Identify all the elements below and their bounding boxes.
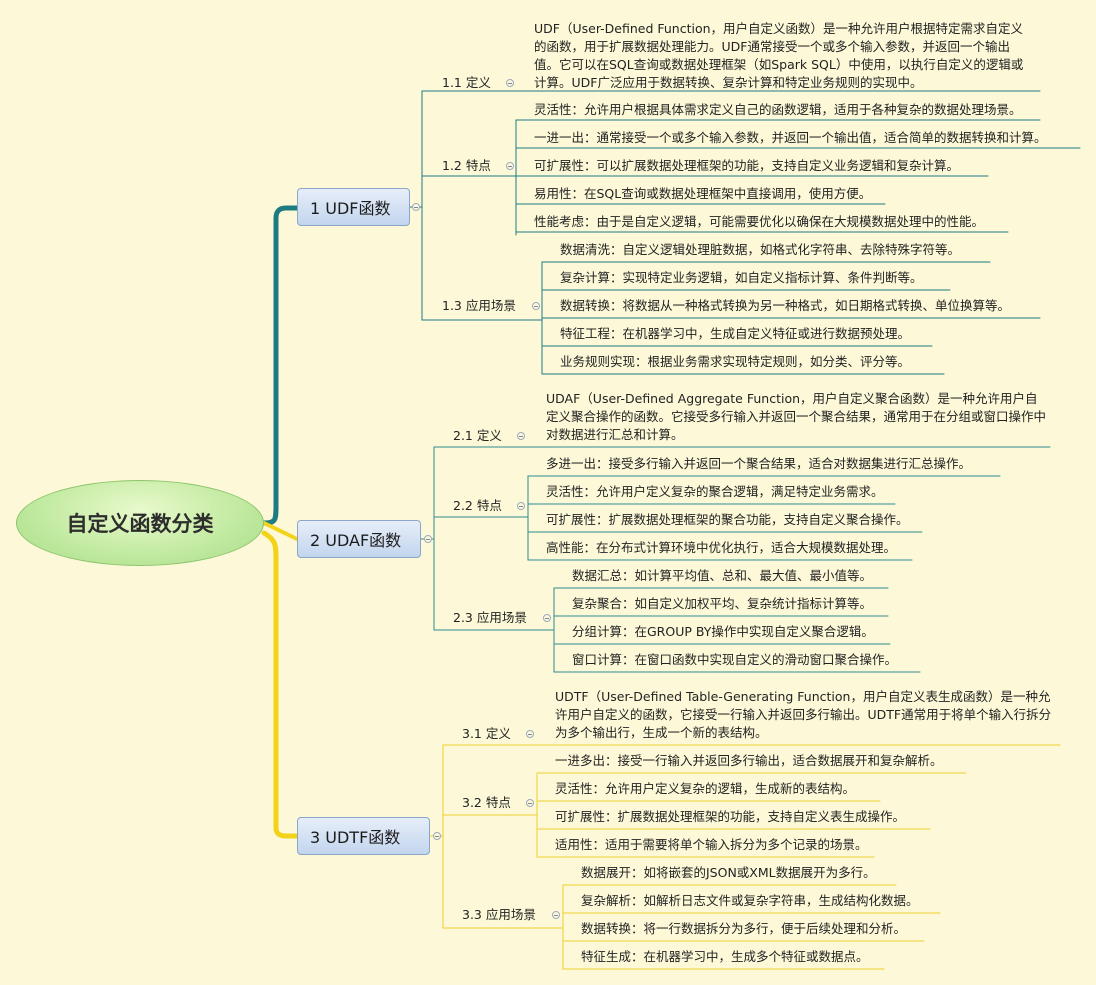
leaf-udtf-feature: 可扩展性：扩展数据处理框架的功能，支持自定义表生成操作。 xyxy=(555,809,906,824)
collapse-icon[interactable] xyxy=(424,535,432,543)
sub-topic-udf-scenarios[interactable]: 1.3 应用场景 xyxy=(442,298,516,313)
leaf-udaf-scenario: 复杂聚合：如自定义加权平均、复杂统计指标计算等。 xyxy=(572,596,873,611)
leaf-udtf-scenario: 特征生成：在机器学习中，生成多个特征或数据点。 xyxy=(581,949,869,964)
collapse-icon[interactable] xyxy=(412,203,420,211)
leaf-udaf-scenario: 窗口计算：在窗口函数中实现自定义的滑动窗口聚合操作。 xyxy=(572,652,898,667)
leaf-udtf-feature: 适用性：适用于需要将单个输入拆分为多个记录的场景。 xyxy=(555,837,868,852)
branch-udaf[interactable]: 2 UDAF函数 xyxy=(297,520,421,558)
leaf-udtf-scenario: 数据展开：如将嵌套的JSON或XML数据展开为多行。 xyxy=(581,865,876,880)
sub-topic-udaf-scenarios[interactable]: 2.3 应用场景 xyxy=(453,610,527,625)
leaf-udtf-scenario: 数据转换：将一行数据拆分为多行，便于后续处理和分析。 xyxy=(581,921,907,936)
leaf-udtf-feature: 灵活性：允许用户定义复杂的逻辑，生成新的表结构。 xyxy=(555,781,856,796)
leaf-udtf-scenario: 复杂解析：如解析日志文件或复杂字符串，生成结构化数据。 xyxy=(581,893,919,908)
collapse-icon[interactable] xyxy=(517,502,525,510)
collapse-icon[interactable] xyxy=(506,79,514,87)
root-connector-udaf xyxy=(262,521,299,541)
leaf-udf-definition-text: UDF（User-Defined Function，用户自定义函数）是一种允许用… xyxy=(534,21,1024,90)
leaf-udaf-scenario: 分组计算：在GROUP BY操作中实现自定义聚合逻辑。 xyxy=(572,624,874,639)
leaf-udf-feature: 可扩展性：可以扩展数据处理框架的功能，支持自定义业务逻辑和复杂计算。 xyxy=(534,158,960,173)
leaf-udf-scenario: 特征工程：在机器学习中，生成自定义特征或进行数据预处理。 xyxy=(560,326,911,341)
leaf-udf-scenario: 数据清洗：自定义逻辑处理脏数据，如格式化字符串、去除特殊字符等。 xyxy=(560,242,961,257)
leaf-udf-feature: 性能考虑：由于是自定义逻辑，可能需要优化以确保在大规模数据处理中的性能。 xyxy=(534,214,985,229)
collapse-icon[interactable] xyxy=(552,911,560,919)
leaf-udf-feature: 灵活性：允许用户根据具体需求定义自己的函数逻辑，适用于各种复杂的数据处理场景。 xyxy=(534,102,1022,117)
collapse-icon[interactable] xyxy=(532,302,540,310)
sub-topic-udtf-definition[interactable]: 3.1 定义 xyxy=(462,726,511,741)
collapse-icon[interactable] xyxy=(543,614,551,622)
sub-topic-udf-definition[interactable]: 1.1 定义 xyxy=(442,75,491,90)
root-topic[interactable]: 自定义函数分类 xyxy=(16,480,264,566)
leaf-udf-scenario: 复杂计算：实现特定业务逻辑，如自定义指标计算、条件判断等。 xyxy=(560,270,923,285)
leaf-udf-scenario: 业务规则实现：根据业务需求实现特定规则，如分类、评分等。 xyxy=(560,354,911,369)
leaf-udaf-feature: 灵活性：允许用户定义复杂的聚合逻辑，满足特定业务需求。 xyxy=(546,484,884,499)
root-connector-udf xyxy=(261,205,300,526)
collapse-icon[interactable] xyxy=(526,730,534,738)
branch-udf[interactable]: 1 UDF函数 xyxy=(297,188,410,226)
leaf-udaf-feature: 高性能：在分布式计算环境中优化执行，适合大规模数据处理。 xyxy=(546,540,897,555)
leaf-udf-feature: 易用性：在SQL查询或数据处理框架中直接调用，使用方便。 xyxy=(534,186,872,201)
branch-udtf[interactable]: 3 UDTF函数 xyxy=(297,817,430,855)
sub-topic-udtf-features[interactable]: 3.2 特点 xyxy=(462,795,511,810)
collapse-icon[interactable] xyxy=(433,832,441,840)
leaf-udaf-scenario: 数据汇总：如计算平均值、总和、最大值、最小值等。 xyxy=(572,568,873,583)
sub-topic-udtf-scenarios[interactable]: 3.3 应用场景 xyxy=(462,907,536,922)
leaf-udtf-definition-text: UDTF（User-Defined Table-Generating Funct… xyxy=(555,689,1052,740)
root-connector-udtf xyxy=(261,530,300,839)
leaf-udf-feature: 一进一出：通常接受一个或多个输入参数，并返回一个输出值，适合简单的数据转换和计算… xyxy=(534,130,1047,145)
leaf-udf-scenario: 数据转换：将数据从一种格式转换为另一种格式，如日期格式转换、单位换算等。 xyxy=(560,298,1011,313)
leaf-udtf-feature: 一进多出：接受一行输入并返回多行输出，适合数据展开和复杂解析。 xyxy=(555,753,943,768)
collapse-icon[interactable] xyxy=(517,432,525,440)
leaf-udaf-feature: 可扩展性：扩展数据处理框架的聚合功能，支持自定义聚合操作。 xyxy=(546,512,909,527)
leaf-udaf-definition-text: UDAF（User-Defined Aggregate Function，用户自… xyxy=(546,391,1047,442)
sub-topic-udaf-definition[interactable]: 2.1 定义 xyxy=(453,428,502,443)
collapse-icon[interactable] xyxy=(506,162,514,170)
sub-topic-udaf-features[interactable]: 2.2 特点 xyxy=(453,498,502,513)
leaf-udaf-feature: 多进一出：接受多行输入并返回一个聚合结果，适合对数据集进行汇总操作。 xyxy=(546,456,972,471)
sub-topic-udf-features[interactable]: 1.2 特点 xyxy=(442,158,491,173)
collapse-icon[interactable] xyxy=(526,799,534,807)
